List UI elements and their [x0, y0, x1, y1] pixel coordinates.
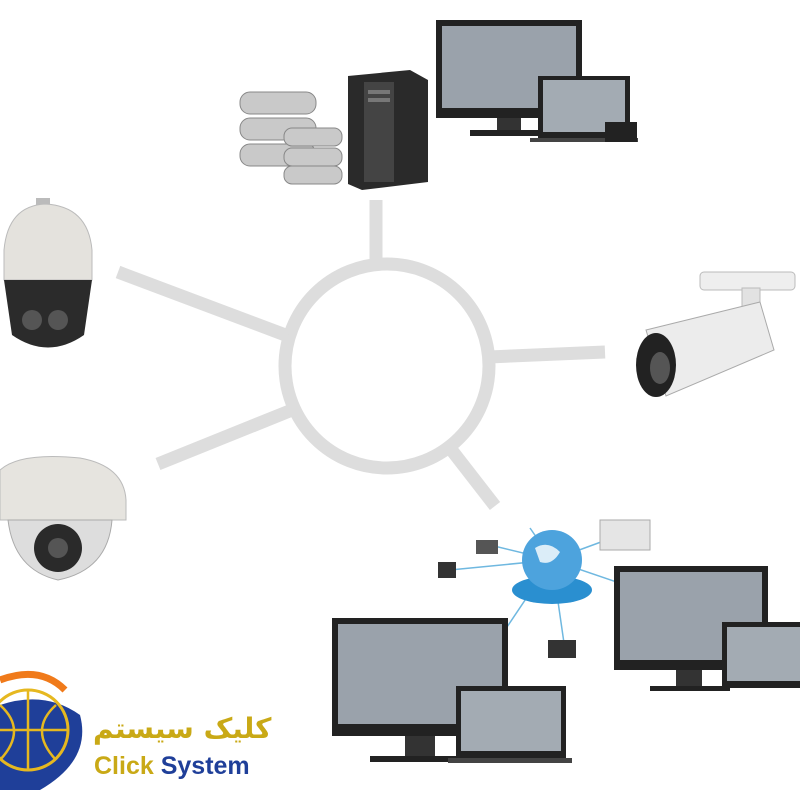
logo-text-persian: کلیک سیستم: [93, 712, 272, 745]
storage-icon: [239, 91, 343, 185]
hub-ring: [278, 257, 496, 475]
remote-monitors-icon: [332, 566, 800, 763]
server-tower-icon: [348, 70, 428, 190]
dome-camera-icon: [0, 456, 127, 581]
logo-text-system: System: [160, 752, 250, 780]
bullet-camera-icon: [636, 271, 796, 397]
spoke-dome: [155, 403, 295, 471]
logo-emblem: [0, 670, 83, 790]
spoke-ptz: [115, 265, 291, 343]
spoke-bullet: [488, 345, 606, 364]
logo-text-english: Click System: [94, 752, 250, 781]
hub: [115, 200, 606, 510]
logo-text-click: Click: [94, 752, 154, 780]
spoke-network: [444, 444, 501, 510]
network-globe-icon: [438, 519, 651, 658]
monitors-icon: [436, 20, 638, 142]
ptz-camera-icon: [3, 198, 93, 348]
